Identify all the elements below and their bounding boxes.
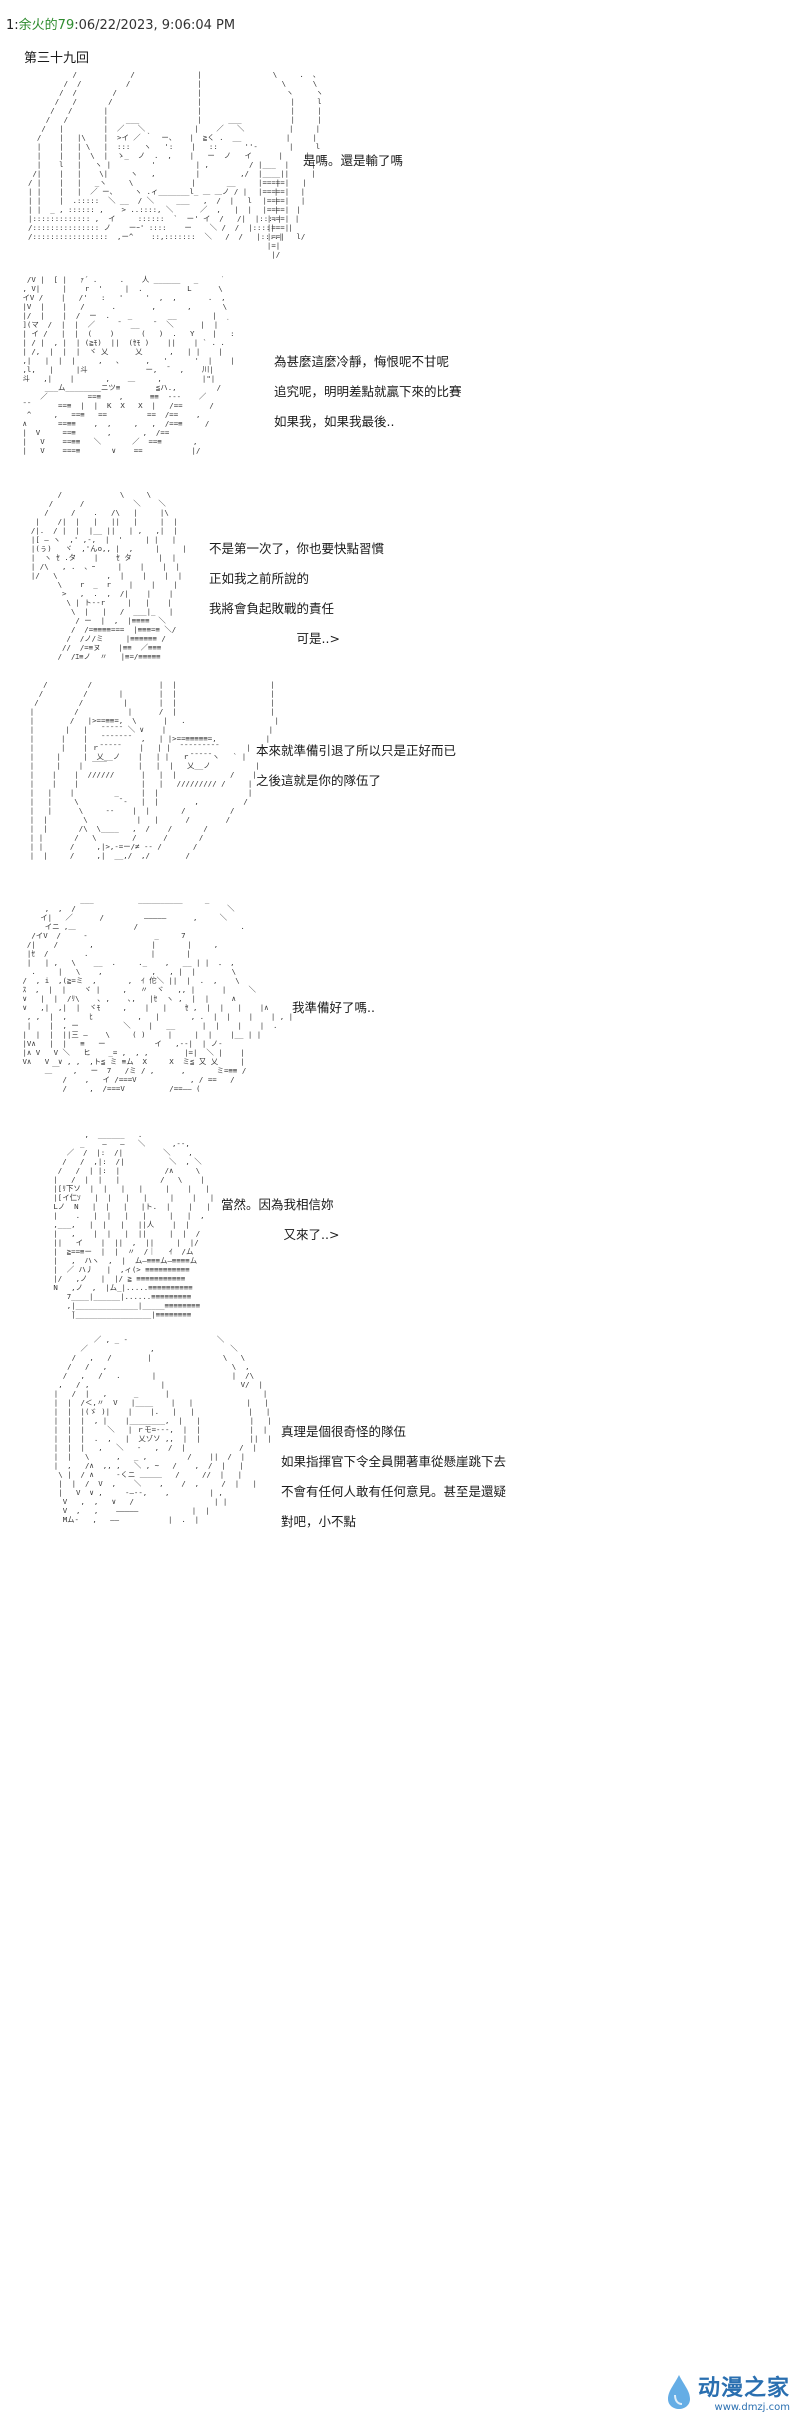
dialogue-line: 不會有任何人敢有任何意見。甚至是還疑 xyxy=(281,1484,507,1499)
dialogue-line: 本來就準備引退了所以只是正好而已 xyxy=(256,743,457,758)
dialogue-line: 正如我之前所說的 xyxy=(209,571,310,586)
ascii-art-figure: / \ \ / / ＼ ＼ / / . /\ | |\ | /| | | || … xyxy=(30,490,187,661)
post-datetime: :06/22/2023, 9:06:04 PM xyxy=(74,18,236,33)
panel-6: , ______ . _ ― ― ＼ ,-‐, ／ / |: /| ＼ , / … xyxy=(0,1130,800,1340)
ascii-art-figure: , ______ . _ ― ― ＼ ,-‐, ／ / |: /| ＼ , / … xyxy=(53,1130,215,1319)
panel-7: ／ , _ - ＼ ／ , ＼ / , / | \ \ / / , \ , / … xyxy=(0,1335,800,1565)
ascii-art-figure: ／ , _ - ＼ ／ , ＼ / , / | \ \ / / , \ , / … xyxy=(53,1335,272,1524)
ascii-art-figure: /V | [ | ｧ´ . . 人 ______ _ ̇ , V| | r ' … xyxy=(18,275,235,455)
dialogue-line: 真理是個很奇怪的隊伍 xyxy=(281,1424,407,1439)
dialogue-line: 我將會負起敗戰的責任 xyxy=(209,601,335,616)
dialogue-line: 不是第一次了，你也要快點習慣 xyxy=(209,541,385,556)
dialogue-2: 為甚麼這麼冷靜，悔恨呢不甘呢 追究呢，明明差點就贏下來的比賽 如果我，如果我最後… xyxy=(274,347,462,437)
dialogue-line: 追究呢，明明差點就贏下來的比賽 xyxy=(274,384,462,399)
dialogue-line: 對吧，小不點 xyxy=(281,1514,357,1529)
dialogue-line: 之後這就是你的隊伍了 xyxy=(256,773,382,788)
post-header: 1:余火的79:06/22/2023, 9:06:04 PM xyxy=(6,14,235,33)
dialogue-line: 又來了..> xyxy=(221,1227,340,1242)
watermark-url: www.dmzj.com xyxy=(714,2402,790,2413)
ascii-art-figure: ___ __________ _ , , / ＼ イ| ／ / ――――― , … xyxy=(22,895,294,1093)
post-separator: : xyxy=(14,18,19,33)
dialogue-5: 我準備好了嗎.. xyxy=(292,993,375,1023)
panel-5: ___ __________ _ , , / ＼ イ| ／ / ――――― , … xyxy=(0,895,800,1120)
dialogue-7: 真理是個很奇怪的隊伍 如果指揮官下令全員開著車從懸崖跳下去 不會有任何人敢有任何… xyxy=(281,1417,506,1537)
panel-2: /V | [ | ｧ´ . . 人 ______ _ ̇ , V| | r ' … xyxy=(0,275,800,485)
dialogue-line: 為甚麼這麼冷靜，悔恨呢不甘呢 xyxy=(274,354,450,369)
ascii-art-figure: / / | \ . 、 / / / | \ \ / / / | ヽ ヽ / / xyxy=(28,70,324,241)
panel-3: / \ \ / / ＼ ＼ / / . /\ | |\ | /| | | || … xyxy=(0,490,800,675)
dialogue-line: 可是..> xyxy=(209,631,340,646)
dialogue-1: 是嗎。還是輸了嗎 xyxy=(303,146,403,176)
panel-4: / / | | | / / | | | | / / | | | | | / | xyxy=(0,680,800,890)
watermark: 动漫之家 www.dmzj.com xyxy=(666,2370,790,2413)
dialogue-line: 當然。因為我相信妳 xyxy=(221,1197,334,1212)
dialogue-3: 不是第一次了，你也要快點習慣 正如我之前所說的 我將會負起敗戰的責任 可是..> xyxy=(209,534,384,654)
post-number: 1 xyxy=(6,18,15,33)
dialogue-line: 如果指揮官下令全員開著車從懸崖跳下去 xyxy=(281,1454,507,1469)
ascii-art-figure: / / | | | / / | | | | / / | | | | | / | xyxy=(29,680,279,860)
watermark-name: 动漫之家 xyxy=(697,2376,790,2401)
chapter-title: 第三十九回 xyxy=(24,51,90,66)
dialogue-6: 當然。因為我相信妳 又來了..> xyxy=(221,1190,339,1250)
dialogue-line: 如果我，如果我最後.. xyxy=(274,414,395,429)
panel-1: / / | \ . 、 / / / | \ \ / / / | ヽ ヽ / / xyxy=(0,70,800,395)
ascii-art-pleats: |___ |____| |=====| |=====| |====| |====… xyxy=(258,160,290,259)
dialogue-line: 是嗎。還是輸了嗎 xyxy=(303,153,404,168)
dialogue-4: 本來就準備引退了所以只是正好而已 之後這就是你的隊伍了 xyxy=(256,736,456,796)
post-author-link[interactable]: 余火的79 xyxy=(18,18,75,33)
dialogue-line: 我準備好了嗎.. xyxy=(292,1000,375,1015)
water-drop-logo-icon xyxy=(667,2374,690,2409)
